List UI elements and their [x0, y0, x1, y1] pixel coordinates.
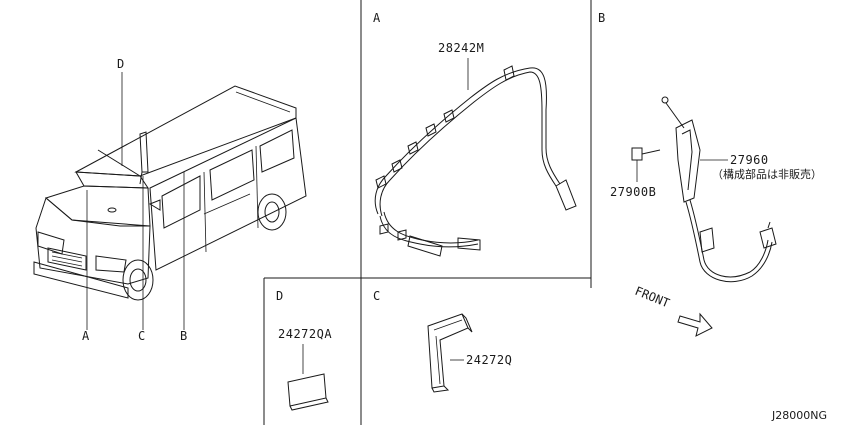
part-28242m: 28242M [438, 41, 484, 55]
pad-part [287, 344, 329, 411]
callout-c: C [138, 329, 145, 343]
diagram-code: J28000NG [771, 409, 827, 422]
part-24272q: 24272Q [466, 353, 512, 367]
panel-frames [263, 0, 592, 425]
panel-c-label: C [373, 289, 380, 303]
vehicle-callout-lines [86, 72, 185, 330]
panel-a-label: A [373, 11, 381, 25]
part-27900b: 27900B [610, 185, 656, 199]
vehicle-illustration [33, 85, 307, 301]
panel-b-label: B [598, 11, 605, 25]
part-27960: 27960 [730, 153, 769, 167]
seal-part [427, 313, 473, 393]
front-direction-arrow [677, 312, 713, 337]
callout-a: A [82, 329, 90, 343]
part-27960-note: （構成部品は非販売） [712, 167, 822, 181]
part-24272qa: 24272QA [278, 327, 332, 341]
front-label: FRONT [633, 284, 672, 311]
panel-d-label: D [276, 289, 283, 303]
washer-hose-assembly [374, 58, 577, 257]
callout-b: B [180, 329, 187, 343]
antenna-assembly [631, 96, 777, 283]
callout-d: D [117, 57, 124, 71]
